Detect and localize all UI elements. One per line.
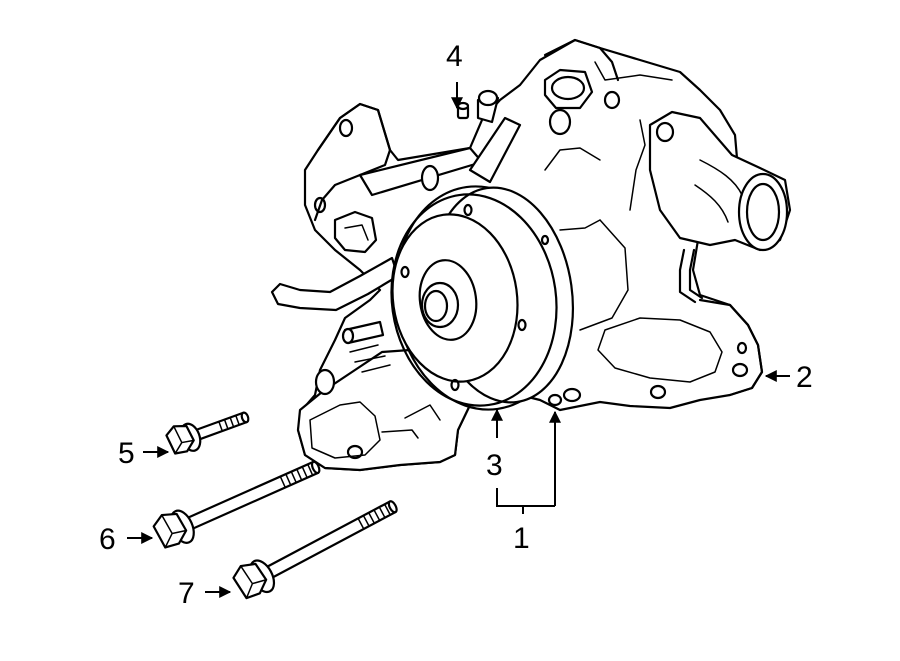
callout-3: 3 xyxy=(486,449,503,482)
callout-labels: 4 2 3 1 5 6 7 xyxy=(99,40,813,610)
bolt-long xyxy=(152,460,321,549)
callout-5: 5 xyxy=(118,437,135,470)
leader-1-bracket xyxy=(496,488,555,507)
pump-pulley-hub xyxy=(390,185,575,411)
callout-1: 1 xyxy=(513,522,530,555)
stud-part xyxy=(456,101,470,120)
bolt-longest xyxy=(232,500,398,600)
callout-2: 2 xyxy=(796,361,813,394)
callout-4: 4 xyxy=(446,40,463,73)
callout-6: 6 xyxy=(99,523,116,556)
leader-lines xyxy=(127,82,790,598)
bolt-short xyxy=(165,411,250,455)
callout-7: 7 xyxy=(178,577,195,610)
